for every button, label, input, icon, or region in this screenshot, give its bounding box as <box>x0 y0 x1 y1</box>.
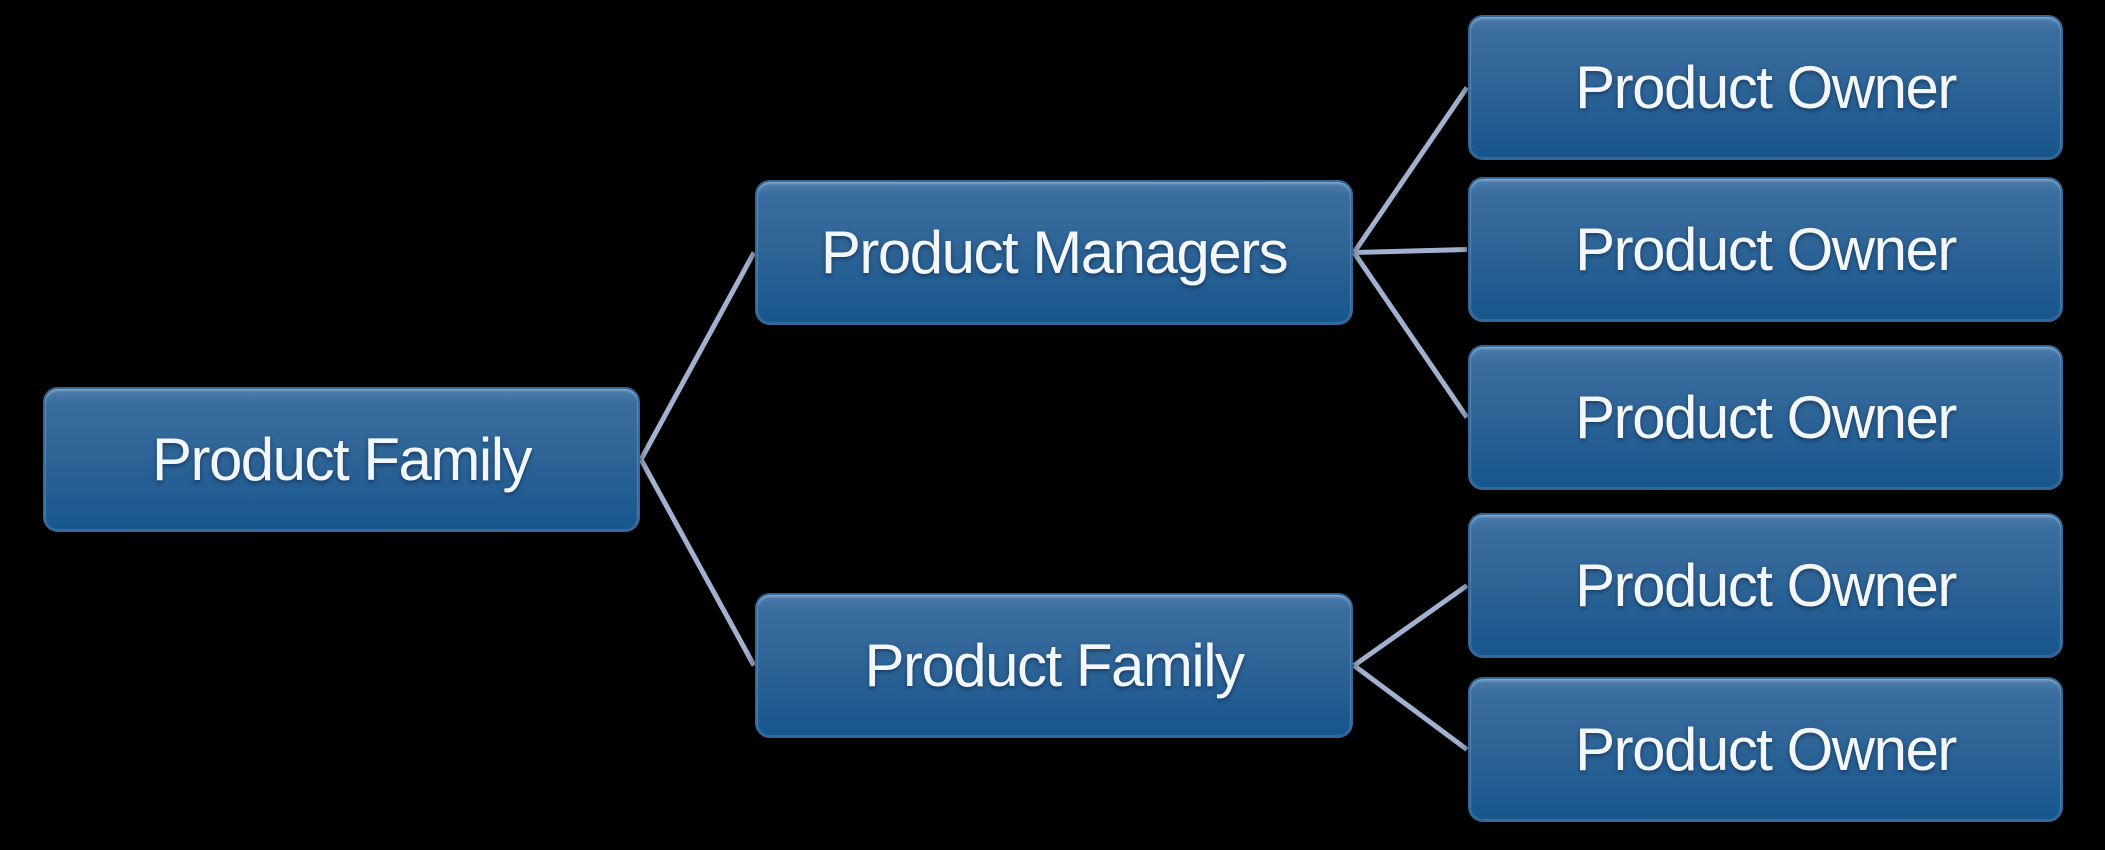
node-product-managers[interactable]: Product Managers <box>755 180 1353 325</box>
node-label: Product Family <box>864 632 1245 699</box>
node-label: Product Managers <box>820 219 1289 286</box>
node-label: Product Owner <box>1575 384 1957 451</box>
node-product-owner-1[interactable]: Product Owner <box>1468 15 2063 160</box>
node-product-owner-4[interactable]: Product Owner <box>1468 513 2063 658</box>
connector-line <box>1351 86 1470 254</box>
connector-line <box>638 458 757 667</box>
connector-line <box>1351 251 1470 419</box>
node-label: Product Owner <box>1575 54 1957 121</box>
node-product-owner-5[interactable]: Product Owner <box>1468 677 2063 822</box>
connector-line <box>1352 583 1469 668</box>
node-product-owner-2[interactable]: Product Owner <box>1468 177 2063 322</box>
node-label: Product Owner <box>1575 216 1957 283</box>
connector-line <box>638 251 757 461</box>
node-product-family-root[interactable]: Product Family <box>43 387 640 532</box>
node-label: Product Family <box>151 426 533 493</box>
node-product-family-sub[interactable]: Product Family <box>755 593 1353 738</box>
node-label: Product Owner <box>1575 716 1957 783</box>
node-product-owner-3[interactable]: Product Owner <box>1468 345 2063 490</box>
connector-line <box>1353 247 1468 255</box>
connector-line <box>1352 663 1469 752</box>
node-label: Product Owner <box>1575 552 1957 619</box>
